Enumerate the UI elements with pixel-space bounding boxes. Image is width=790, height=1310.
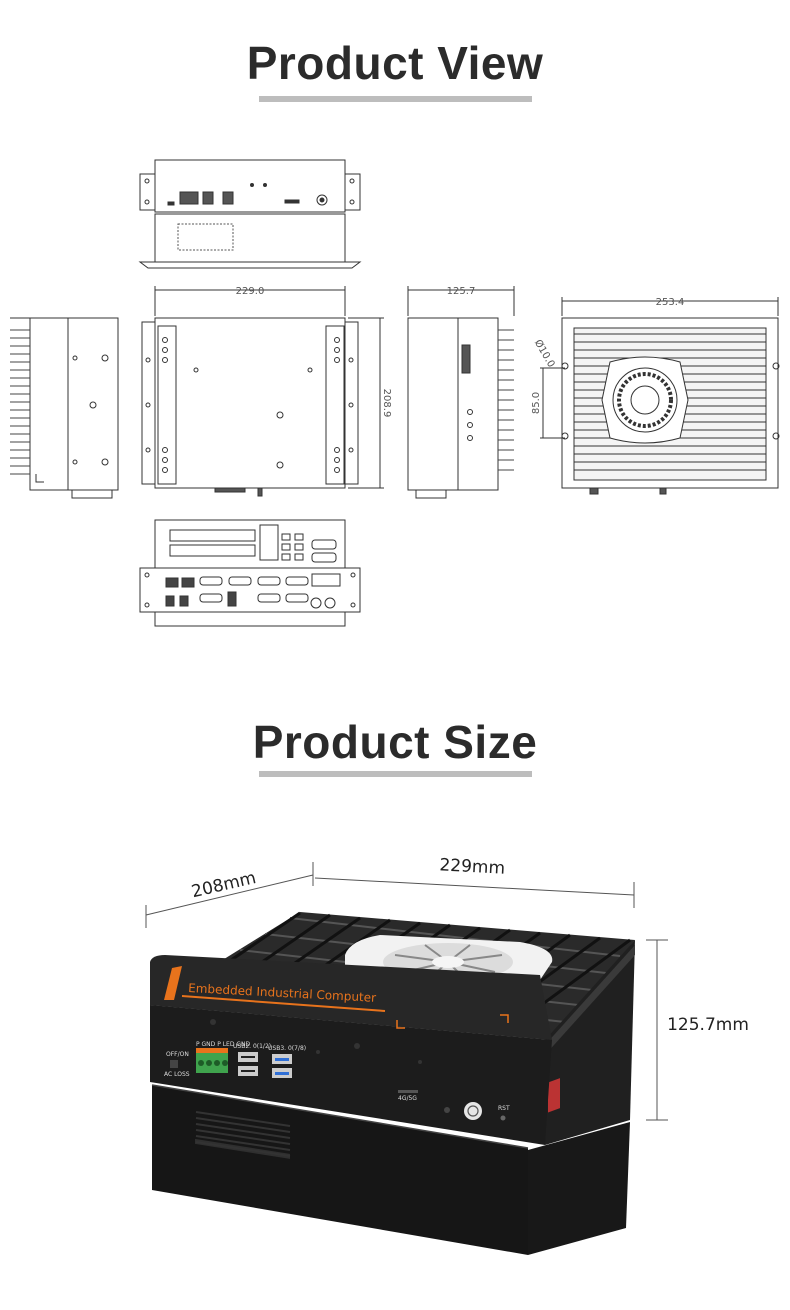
- width-dimension: 229.0: [236, 286, 265, 297]
- product-view-title: Product View: [246, 37, 544, 89]
- product-size-underline: [259, 771, 532, 777]
- power-button: [464, 1102, 482, 1120]
- chassis-front-lower: [151, 1084, 529, 1255]
- switch-top-label: OFF/ON: [166, 1051, 189, 1058]
- reset-button: [500, 1115, 506, 1121]
- product-illustration: 208mm 229mm 125.7mm: [145, 855, 749, 1255]
- usb3-label: USB3. 0(7/8): [268, 1045, 306, 1052]
- chassis-front-upper: Embedded Industrial Computer P GND P LED…: [150, 955, 552, 1145]
- drawing-left-view: [10, 317, 119, 499]
- heatsink-width-dimension: 253.4: [656, 297, 685, 308]
- hole-dimension: Ø10.0: [532, 337, 557, 369]
- depth-label: 208mm: [190, 868, 258, 902]
- product-view-underline: [259, 96, 532, 102]
- drawing-bottom-view: [141, 286, 384, 497]
- hole-spacing-dimension: 85.0: [531, 392, 542, 414]
- rst-label: RST: [498, 1105, 510, 1112]
- ac-loss-switch: [170, 1060, 178, 1068]
- sd-slot: [398, 1090, 418, 1093]
- height-label: 125.7mm: [667, 1015, 749, 1035]
- drawing-heatsink-view: [540, 297, 780, 495]
- width-label: 229mm: [439, 855, 506, 878]
- switch-bottom-label: AC LOSS: [164, 1071, 190, 1078]
- product-size-title: Product Size: [252, 716, 538, 768]
- usb2-label: USB2. 0(1/2): [233, 1043, 271, 1050]
- depth-dimension: 208.9: [381, 389, 392, 418]
- height-dimension: 125.7: [447, 286, 476, 297]
- terminal-label: P GND P LED GND: [196, 1041, 251, 1048]
- technical-drawings: 229.0 125.7 253.4 208.9 Ø10.0 85.0: [10, 159, 780, 627]
- drawing-top-view: [138, 159, 362, 269]
- drawing-right-view: [407, 286, 515, 499]
- sd-label: 4G/5G: [398, 1095, 417, 1102]
- chassis-right-side: [528, 940, 635, 1255]
- led-indicator: [444, 1107, 450, 1113]
- drawing-rear-view: [139, 519, 361, 627]
